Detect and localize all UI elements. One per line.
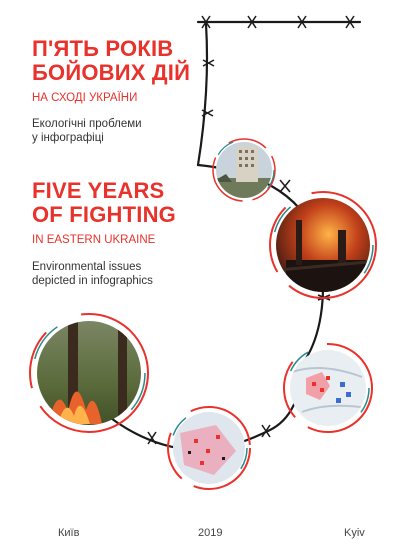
footer-city-ua: Київ	[58, 527, 80, 539]
subtitle-en: IN EASTERN UKRAINE	[32, 234, 156, 246]
title-en-line2: OF FIGHTING	[32, 202, 176, 227]
title-ua-line1: П'ЯТЬ РОКІВ	[32, 36, 174, 61]
apartment-block-photo	[212, 138, 276, 202]
description-ua-line1: Екологічні проблеми	[32, 118, 142, 130]
industrial-fire-photo	[269, 191, 377, 299]
description-en-line1: Environmental issues	[32, 261, 142, 273]
footer-city-en: Kyiv	[344, 527, 365, 539]
title-ua-line2: БОЙОВИХ ДІЙ	[32, 60, 191, 85]
footer-year: 2019	[198, 527, 223, 539]
title-en-line1: FIVE YEARS	[32, 178, 165, 203]
map-infographic-photo-2	[167, 406, 251, 490]
description-en-line2: depicted in infographics	[32, 275, 153, 287]
map-infographic-photo-1	[283, 343, 373, 433]
description-ua-line2: у інфографіці	[32, 132, 104, 144]
subtitle-ua: НА СХОДІ УКРАЇНИ	[32, 92, 138, 104]
forest-fire-photo	[29, 313, 149, 433]
